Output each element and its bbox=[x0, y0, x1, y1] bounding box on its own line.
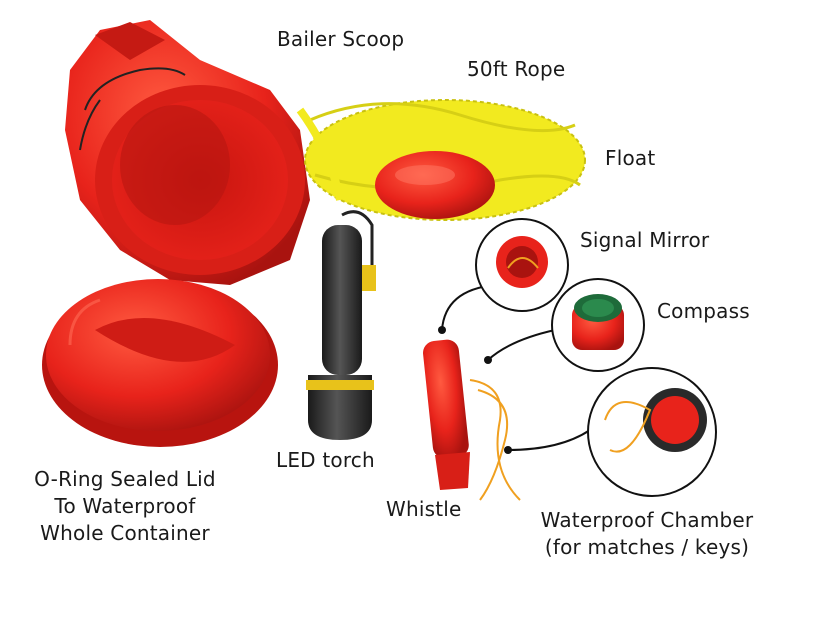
label-chamber-line1: Waterproof Chamber bbox=[540, 508, 754, 532]
waterproof-chamber-callout bbox=[587, 367, 717, 497]
label-float: Float bbox=[605, 146, 656, 170]
label-compass: Compass bbox=[657, 299, 750, 323]
o-ring-sealed-lid bbox=[42, 279, 278, 447]
bailer-scoop-container bbox=[65, 20, 310, 285]
label-rope: 50ft Rope bbox=[467, 57, 566, 81]
label-o-ring-lid: O-Ring Sealed Lid To Waterproof Whole Co… bbox=[30, 466, 220, 547]
label-signal-mirror: Signal Mirror bbox=[580, 228, 710, 252]
label-led-torch: LED torch bbox=[276, 448, 375, 472]
label-waterproof-chamber: Waterproof Chamber (for matches / keys) bbox=[532, 507, 762, 561]
compass-callout bbox=[551, 278, 645, 372]
label-whistle: Whistle bbox=[386, 497, 462, 521]
label-chamber-line2: (for matches / keys) bbox=[544, 535, 750, 559]
label-bailer-scoop: Bailer Scoop bbox=[277, 27, 405, 51]
label-lid-line3: Whole Container bbox=[40, 521, 210, 545]
label-lid-line1: O-Ring Sealed Lid bbox=[34, 467, 216, 491]
signal-mirror-callout bbox=[475, 218, 569, 312]
whistle-tube bbox=[423, 339, 521, 501]
label-lid-line2: To Waterproof bbox=[54, 494, 196, 518]
float bbox=[375, 151, 495, 219]
led-torch bbox=[306, 210, 376, 440]
